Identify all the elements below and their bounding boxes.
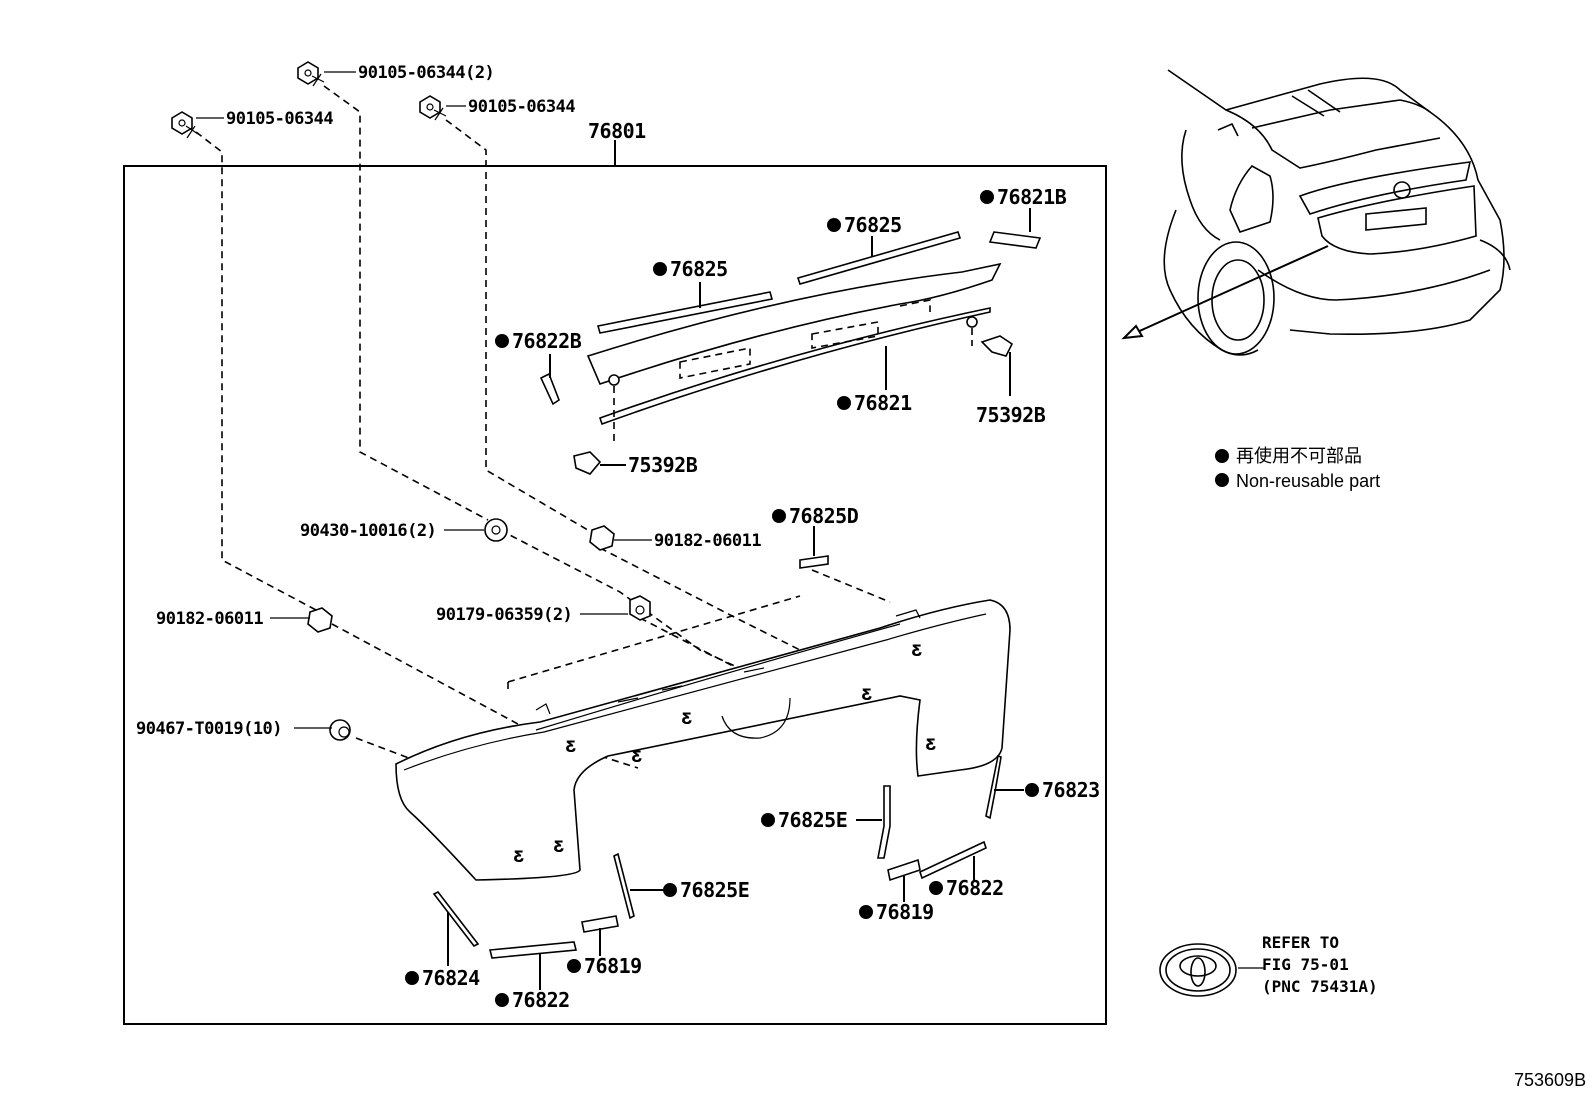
garnish-part — [586, 262, 1002, 446]
bolt-icon — [297, 61, 325, 87]
non-reusable-dot — [772, 509, 786, 523]
washer-icon — [484, 518, 508, 542]
guide-line — [323, 85, 489, 521]
bolt-icon — [171, 111, 199, 139]
figure-id: 753609B — [1514, 1070, 1586, 1090]
legend-dot — [1215, 473, 1229, 487]
label-75392B-left: 75392B — [628, 453, 698, 477]
pad-part — [581, 915, 619, 933]
label-bolt-right: 90105-06344 — [468, 97, 575, 117]
label-76824: 76824 — [422, 966, 480, 990]
non-reusable-dot — [567, 959, 581, 973]
guide-line — [507, 595, 801, 683]
label-76821: 76821 — [854, 391, 912, 415]
label-90179: 90179-06359(2) — [436, 605, 572, 625]
non-reusable-dot — [837, 396, 851, 410]
pad-part — [799, 555, 829, 569]
clip-icon — [338, 726, 350, 738]
svg-text:Ƹ: Ƹ — [632, 747, 642, 766]
nut-icon — [629, 595, 651, 621]
guide-line — [445, 119, 599, 537]
svg-text:Ƹ: Ƹ — [862, 685, 872, 704]
nut-icon — [307, 607, 333, 633]
emblem-icon — [1159, 943, 1237, 997]
non-reusable-dot — [405, 971, 419, 985]
non-reusable-dot — [980, 190, 994, 204]
arrow-head-icon — [1121, 324, 1144, 340]
non-reusable-dot — [827, 218, 841, 232]
svg-text:Ƹ: Ƹ — [912, 641, 922, 660]
pointer-arrow — [1123, 245, 1329, 339]
non-reusable-dot — [859, 905, 873, 919]
washer-icon — [491, 525, 501, 535]
vehicle-illustration — [1163, 69, 1511, 356]
label-76825E-left: 76825E — [680, 878, 749, 902]
legend-japanese: 再使用不可部品 — [1236, 446, 1362, 466]
label-bolt-left: 90105-06344 — [226, 109, 333, 129]
non-reusable-dot — [1025, 783, 1039, 797]
label-76825-right: 76825 — [844, 213, 902, 237]
strip-part — [432, 890, 480, 948]
label-76825E-right: 76825E — [778, 808, 847, 832]
clip-part — [988, 231, 1042, 249]
label-90182-left: 90182-06011 — [156, 609, 263, 629]
nut-icon — [635, 605, 645, 615]
label-76822B: 76822B — [512, 329, 582, 353]
strip-part — [596, 291, 774, 334]
non-reusable-dot — [761, 813, 775, 827]
non-reusable-dot — [495, 334, 509, 348]
clip-part — [980, 335, 1014, 357]
bolt-icon — [419, 95, 447, 121]
label-76819-left: 76819 — [584, 954, 642, 978]
label-76825-left: 76825 — [670, 257, 728, 281]
guide-line — [811, 569, 891, 603]
label-76823: 76823 — [1042, 778, 1100, 802]
non-reusable-dot — [495, 993, 509, 1007]
strip-part — [613, 852, 635, 920]
strip-part — [877, 785, 891, 859]
svg-text:Ƹ: Ƹ — [566, 737, 576, 756]
non-reusable-dot — [653, 262, 667, 276]
strip-part — [796, 231, 962, 285]
svg-text:Ƹ: Ƹ — [682, 709, 692, 728]
label-90182-right: 90182-06011 — [654, 531, 761, 551]
label-bolt-center: 90105-06344(2) — [358, 63, 494, 83]
refer-line-1: REFER TO — [1262, 933, 1339, 952]
strip-part — [919, 840, 987, 880]
svg-text:Ƹ: Ƹ — [554, 837, 564, 856]
clip-part — [573, 451, 602, 475]
nut-icon — [589, 525, 615, 551]
label-90430: 90430-10016(2) — [300, 521, 436, 541]
strip-part — [488, 941, 578, 959]
label-76821B: 76821B — [997, 185, 1067, 209]
label-76822-left: 76822 — [512, 988, 570, 1012]
label-76825D: 76825D — [789, 504, 859, 528]
label-75392B-right: 75392B — [976, 403, 1046, 427]
assembly-number: 76801 — [588, 119, 646, 143]
label-90467: 90467-T0019(10) — [136, 719, 282, 739]
strip-part — [985, 754, 1002, 820]
non-reusable-dot — [663, 883, 677, 897]
strip-part — [539, 372, 560, 406]
svg-text:Ƹ: Ƹ — [926, 735, 936, 754]
guide-line — [195, 131, 317, 611]
svg-text:Ƹ: Ƹ — [514, 847, 524, 866]
label-76819-right: 76819 — [876, 900, 934, 924]
guide-line — [499, 529, 821, 706]
refer-line-3: (PNC 75431A) — [1262, 977, 1378, 996]
non-reusable-dot — [929, 881, 943, 895]
legend-english: Non-reusable part — [1236, 471, 1380, 491]
back-door-garnish-part: Ƹ Ƹ Ƹ Ƹ Ƹ Ƹ Ƹ Ƹ — [395, 599, 1011, 881]
refer-line-2: FIG 75-01 — [1262, 955, 1349, 974]
legend-dot — [1215, 449, 1229, 463]
pad-part — [887, 858, 921, 882]
label-76822-right: 76822 — [946, 876, 1004, 900]
